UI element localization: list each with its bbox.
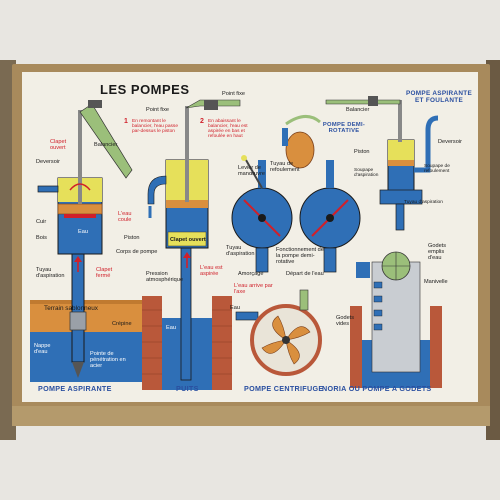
puits-caption: PUITS bbox=[176, 384, 199, 393]
puits-eau: Eau bbox=[166, 325, 176, 331]
demi-rotative-tuyau-aspiration: Tuyau d'aspiration bbox=[226, 245, 255, 257]
demi-rotative-pump bbox=[231, 115, 361, 273]
foulante-balancier: Balancier bbox=[346, 107, 370, 113]
centrifuge-pump bbox=[235, 289, 322, 376]
aspirante-terrain-sablonneux: Terrain sablonneux bbox=[44, 305, 98, 312]
noria-manivelle: Manivelle bbox=[424, 279, 448, 285]
puits-pression: Pression atmosphérique bbox=[146, 271, 184, 283]
poster-title: LES POMPES bbox=[100, 82, 190, 97]
frame-bottom-rail bbox=[12, 406, 490, 426]
foulante-soupape-refoulement: Soupape de refoulement bbox=[424, 164, 450, 175]
puits-note-2: En abaissant le balancier, l'eau est asp… bbox=[208, 119, 248, 140]
centrifuge-caption: POMPE CENTRIFUGE bbox=[244, 384, 324, 393]
puits-point-fixe-1: Point fixe bbox=[146, 107, 170, 113]
demi-rotative-fonctionnement: Fonctionnement de la pompe demi-rotative bbox=[276, 247, 324, 265]
aspirante-balancier: Balancier bbox=[94, 142, 118, 148]
puits-number-1: 1 bbox=[124, 118, 128, 125]
centrifuge-depart: Départ de l'eau bbox=[286, 271, 324, 277]
foulante-piston: Piston bbox=[354, 149, 370, 155]
centrifuge-eau: Eau bbox=[230, 305, 240, 311]
foulante-tuyau-aspiration: Tuyau d'aspiration bbox=[404, 200, 443, 205]
aspirante-corps-de-pompe: Corps de pompe bbox=[116, 249, 158, 255]
noria-godets-vides: Godets vides bbox=[336, 315, 355, 327]
puits-clapet-ouvert: Clapet ouvert bbox=[170, 237, 206, 243]
aspirante-tuyau-aspiration: Tuyau d'aspiration bbox=[36, 267, 65, 279]
centrifuge-eau-arrive: L'eau arrive par l'axe bbox=[234, 283, 273, 295]
aspirante-caption: POMPE ASPIRANTE bbox=[38, 384, 112, 393]
aspirante-eau: Eau bbox=[78, 229, 88, 235]
foulante-pump bbox=[325, 96, 439, 231]
foulante-deversoir: Deversoir bbox=[438, 139, 462, 145]
aspirante-cuir: Cuir bbox=[36, 219, 47, 225]
noria-godets-emplis: Godets emplis d'eau bbox=[428, 243, 447, 261]
aspirante-piston: Piston bbox=[124, 235, 140, 241]
puits-eau-coule: L'eau coule bbox=[118, 211, 132, 223]
aspirante-clapet-ouvert: Clapet ouvert bbox=[50, 139, 67, 151]
aspirante-clapet-ferme: Clapet fermé bbox=[96, 267, 113, 279]
puits-eau-aspiree: L'eau est aspirée bbox=[200, 265, 223, 277]
puits-note-1: En remontant le balancier, l'eau passe p… bbox=[132, 119, 178, 135]
puits-pump bbox=[142, 99, 241, 390]
noria-pump bbox=[350, 251, 442, 388]
noria-caption: NORIA OU POMPE A GODETS bbox=[322, 384, 432, 393]
foulante-soupape-aspiration: Soupape d'aspiration bbox=[354, 168, 379, 179]
demi-rotative-tuyau-refoulement: Tuyau de refoulement bbox=[270, 161, 300, 173]
puits-point-fixe-2: Point fixe bbox=[222, 91, 246, 97]
puits-number-2: 2 bbox=[200, 118, 204, 125]
aspirante-pump bbox=[30, 100, 142, 382]
foulante-title: POMPE ASPIRANTE ET FOULANTE bbox=[405, 90, 473, 104]
demi-rotative-title: POMPE DEMI-ROTATIVE bbox=[322, 122, 366, 134]
aspirante-deversoir: Deversoir bbox=[36, 159, 60, 165]
demi-rotative-levier: Levier de manœuvre bbox=[238, 165, 266, 177]
aspirante-pointe: Pointe de pénétration en acier bbox=[90, 351, 126, 369]
aspirante-crepine: Crépine bbox=[112, 321, 132, 327]
aspirante-bois: Bois bbox=[36, 235, 47, 241]
centrifuge-amorcage: Amorçage bbox=[238, 271, 264, 277]
aspirante-nappe-deau: Nappe d'eau bbox=[34, 343, 51, 355]
